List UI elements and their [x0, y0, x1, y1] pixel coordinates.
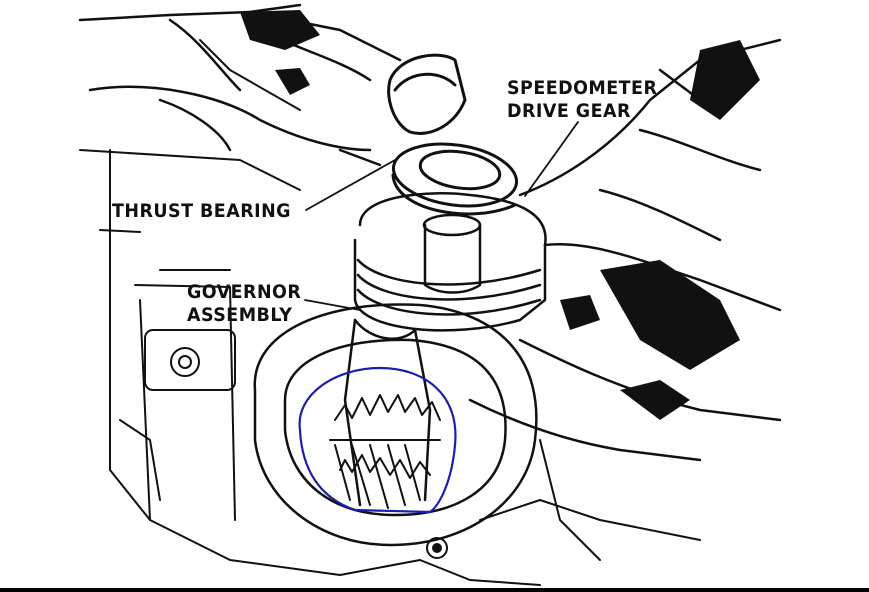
right-margin [862, 0, 869, 592]
speedometer-label-line1: SPEEDOMETER [507, 77, 658, 99]
transmission-case [79, 39, 701, 586]
highlight-circle [298, 366, 457, 514]
fingertip [387, 53, 467, 135]
governor-bore [253, 303, 538, 547]
right-hand-shading [560, 40, 760, 420]
mounting-boss [144, 329, 236, 391]
speedometer-label-line2: DRIVE GEAR [507, 100, 631, 122]
leader-lines [304, 121, 579, 311]
thrust-bearing-leader [305, 159, 396, 211]
governor-label-line2: ASSEMBLY [187, 304, 293, 326]
bottom-border [0, 588, 869, 592]
governor-label-line1: GOVERNOR [187, 281, 302, 303]
governor-leader [304, 299, 361, 311]
thrust-bearing [391, 142, 519, 216]
bolt-hole [426, 537, 448, 559]
helical-gear [329, 394, 441, 509]
speedometer-leader [524, 121, 579, 197]
thrust-bearing-label: THRUST BEARING [112, 200, 291, 222]
left-hand [78, 3, 402, 167]
left-hand-shading [240, 10, 320, 95]
governor-body [353, 192, 547, 332]
governor-spool [422, 213, 482, 294]
